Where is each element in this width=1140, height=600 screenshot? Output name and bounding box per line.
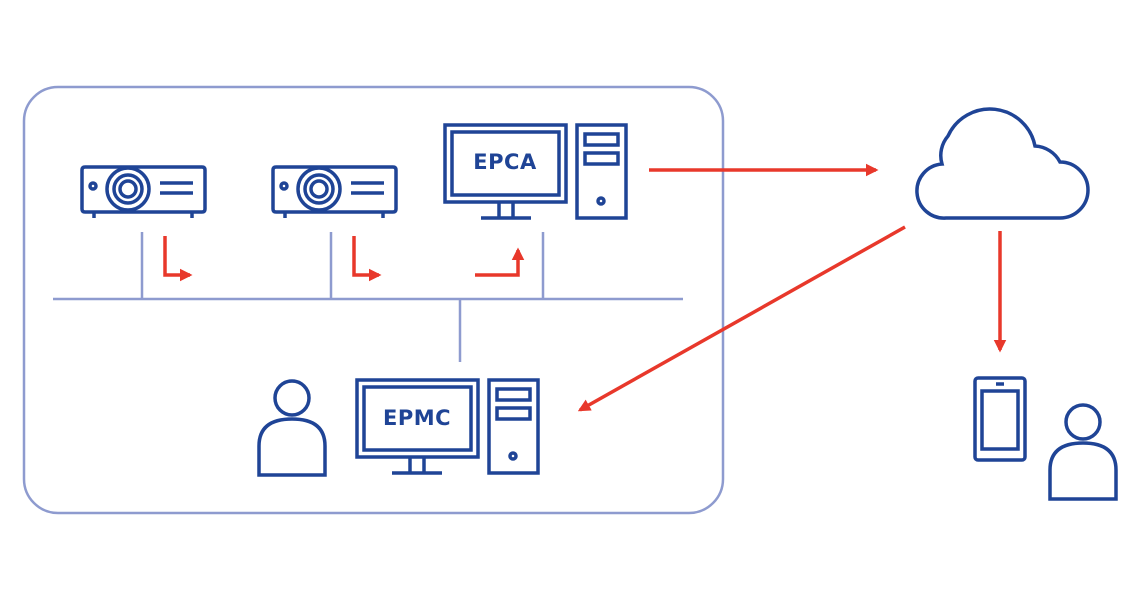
tower-pc-icon — [575, 123, 628, 220]
local-network-boundary — [22, 85, 725, 515]
arrow-icon — [475, 247, 525, 277]
epmc-label: EPMC — [383, 406, 451, 430]
network-bus — [53, 232, 683, 362]
epca-computer: EPCA — [443, 123, 628, 220]
arrow-icon — [163, 236, 193, 282]
person-icon — [257, 379, 327, 477]
monitor-icon — [443, 123, 568, 220]
smartphone-icon — [973, 376, 1027, 462]
monitor-icon — [355, 378, 480, 475]
person-icon — [1048, 403, 1118, 501]
flow-arrows — [163, 163, 1007, 412]
projector-icon — [80, 165, 207, 218]
arrow-icon — [577, 225, 906, 412]
cloud-icon — [915, 107, 1090, 220]
arrow-icon — [352, 236, 382, 282]
epca-label: EPCA — [473, 150, 537, 174]
epmc-computer: EPMC — [355, 378, 540, 475]
tower-pc-icon — [487, 378, 540, 475]
projector-icon — [271, 165, 398, 218]
